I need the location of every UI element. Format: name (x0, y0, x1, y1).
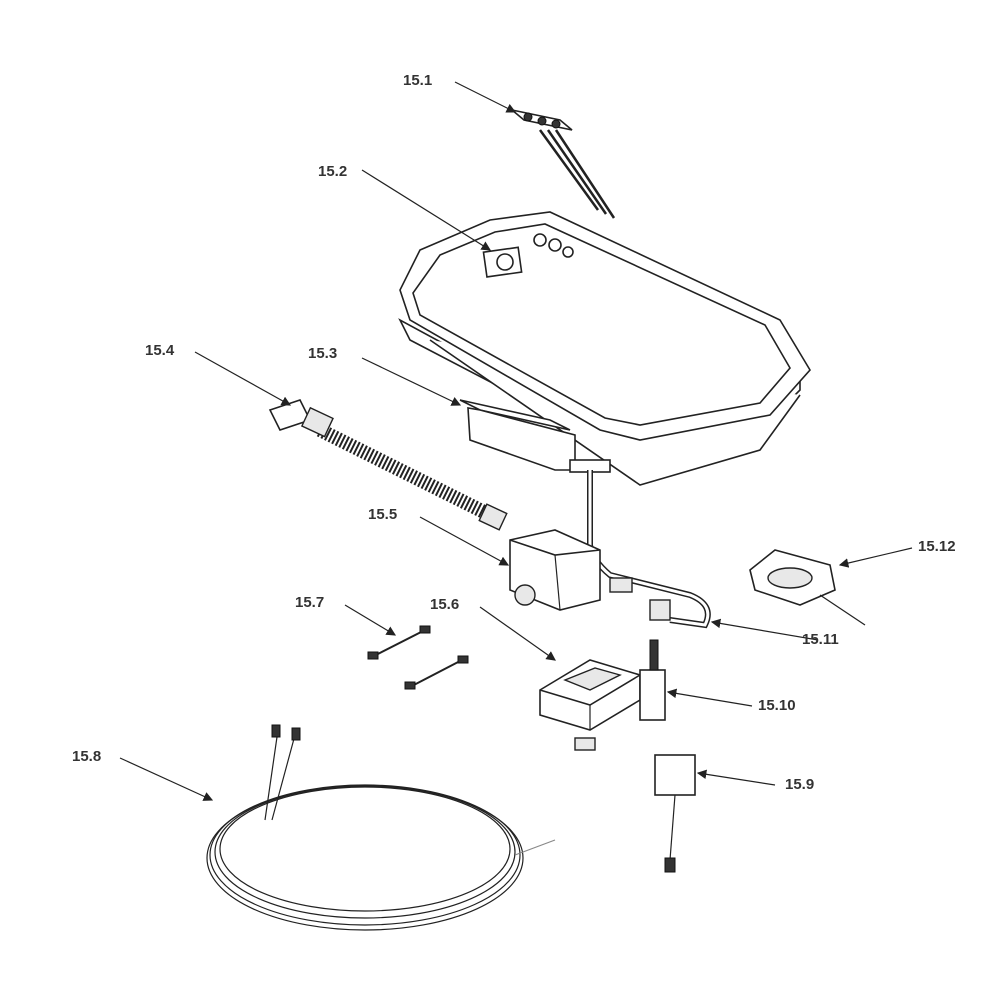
part-15-9-power-adapter (654, 754, 696, 873)
callout-15-2: 15.2 (318, 163, 348, 180)
part-15-6-control-module (539, 659, 641, 751)
callout-15-4: 15.4 (145, 342, 175, 359)
callout-15-11: 15.11 (802, 631, 839, 648)
part-15-5-gas-valve (509, 529, 633, 611)
leader-lines (119, 81, 913, 801)
callout-15-3: 15.3 (308, 345, 338, 362)
callout-15-12: 15.12 (918, 538, 956, 555)
part-15-4-flex-gas-line (268, 399, 508, 531)
callout-15-8: 15.8 (72, 748, 102, 765)
callout-15-7: 15.7 (295, 594, 325, 611)
part-15-3-valve-bracket (459, 399, 711, 629)
part-15-2-burner-tray (398, 211, 811, 486)
part-15-1-switch-bracket (511, 109, 616, 219)
part-15-11-fitting (649, 599, 671, 621)
part-15-10-receiver (639, 639, 666, 721)
callout-15-1: 15.1 (403, 72, 433, 89)
callout-15-6: 15.6 (430, 596, 460, 613)
part-15-8-wire-coil (206, 724, 556, 931)
callout-15-5: 15.5 (368, 506, 398, 523)
callout-15-9: 15.9 (785, 776, 815, 793)
part-15-7-wire-jumpers (367, 625, 469, 690)
callout-15-10: 15.10 (758, 697, 796, 714)
part-15-12-battery-holder (749, 549, 866, 626)
